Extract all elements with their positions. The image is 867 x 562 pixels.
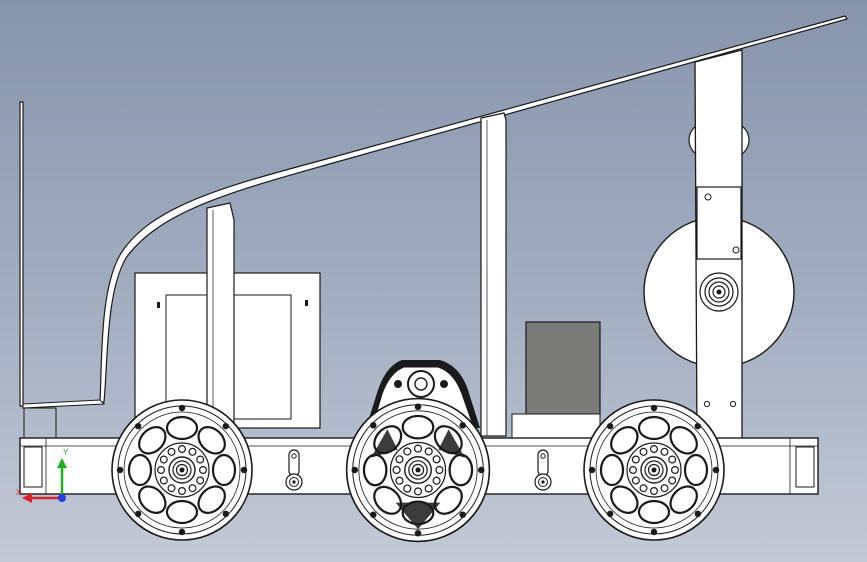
pulley-hub xyxy=(699,272,739,312)
motor-mount xyxy=(511,413,601,439)
rear-mast xyxy=(694,49,743,441)
roof-shell xyxy=(19,15,848,409)
y-axis-label: Y xyxy=(63,448,69,457)
z-axis-dot xyxy=(58,494,66,502)
motor-block xyxy=(525,321,601,417)
rear-wheel[interactable] xyxy=(582,398,726,542)
middle-support-post xyxy=(480,112,507,437)
y-arrow-head-icon xyxy=(57,458,67,468)
coordinate-triad: Y X xyxy=(16,448,69,503)
front-wheel[interactable] xyxy=(110,398,254,542)
rear-chain-tensioner[interactable] xyxy=(534,449,552,491)
middle-wheel[interactable] xyxy=(345,397,491,543)
x-axis-label: X xyxy=(16,488,22,497)
front-support-post xyxy=(206,202,235,437)
x-arrow-head-icon xyxy=(22,493,32,503)
